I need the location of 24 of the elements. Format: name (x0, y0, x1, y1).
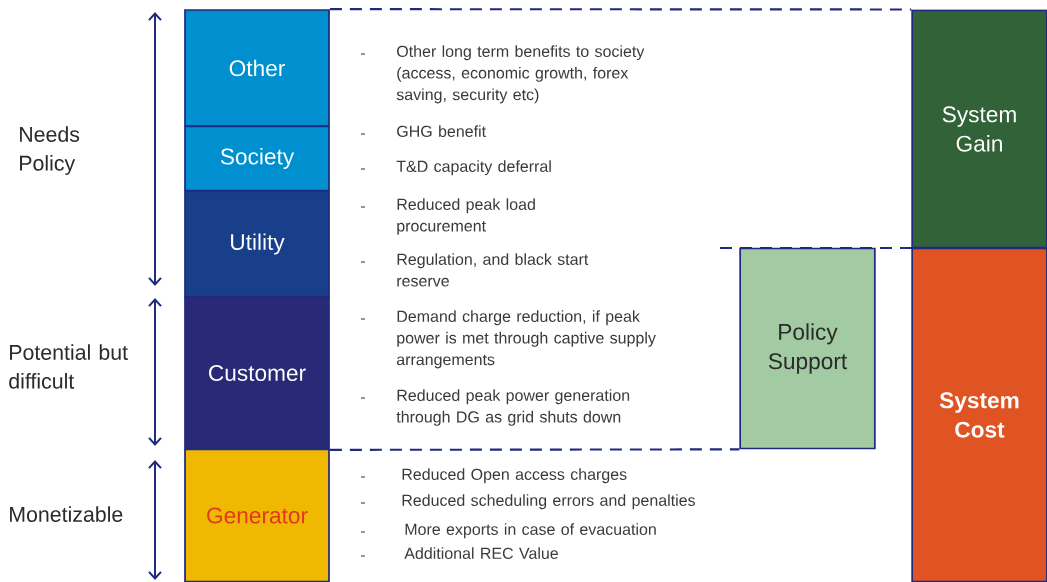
block: System Gain (911, 9, 1047, 249)
block: Generator (184, 448, 330, 582)
bullet-item: Other long term benefits to society (access, economic growth, forex saving, security etc) (360, 45, 645, 104)
group-label: Potential but difficult (9, 344, 128, 389)
group-label: Monetizable (10, 506, 123, 522)
block: Other (184, 9, 330, 127)
bullet-item: Reduced peak power generation through DG as grid shuts down (360, 389, 630, 426)
block: System Cost (911, 247, 1047, 582)
group-label: Needs Policy (20, 126, 80, 175)
block: Utility (184, 190, 330, 298)
dashed-line (329, 8, 912, 11)
bullet-item: Reduced scheduling errors and penalties (360, 494, 696, 510)
bullet-item: Reduced Open access charges (360, 468, 627, 484)
bullet-item: Reduced peak load procurement (360, 198, 535, 235)
bullet-item: Regulation, and black start reserve (360, 253, 589, 287)
bullet-item: Demand charge reduction, if peak power is met through captive supply arrangements (360, 310, 656, 369)
bullet-item: GHG benefit (360, 125, 486, 137)
dashed-line (329, 448, 740, 451)
block: Policy Support (739, 247, 876, 450)
bullet-item: Additional REC Value (360, 547, 558, 559)
bullet-item: T&D capacity deferral (360, 160, 551, 176)
block: Society (184, 125, 330, 192)
bullet-item: More exports in case of evacuation (360, 523, 656, 539)
block: Customer (184, 296, 330, 450)
